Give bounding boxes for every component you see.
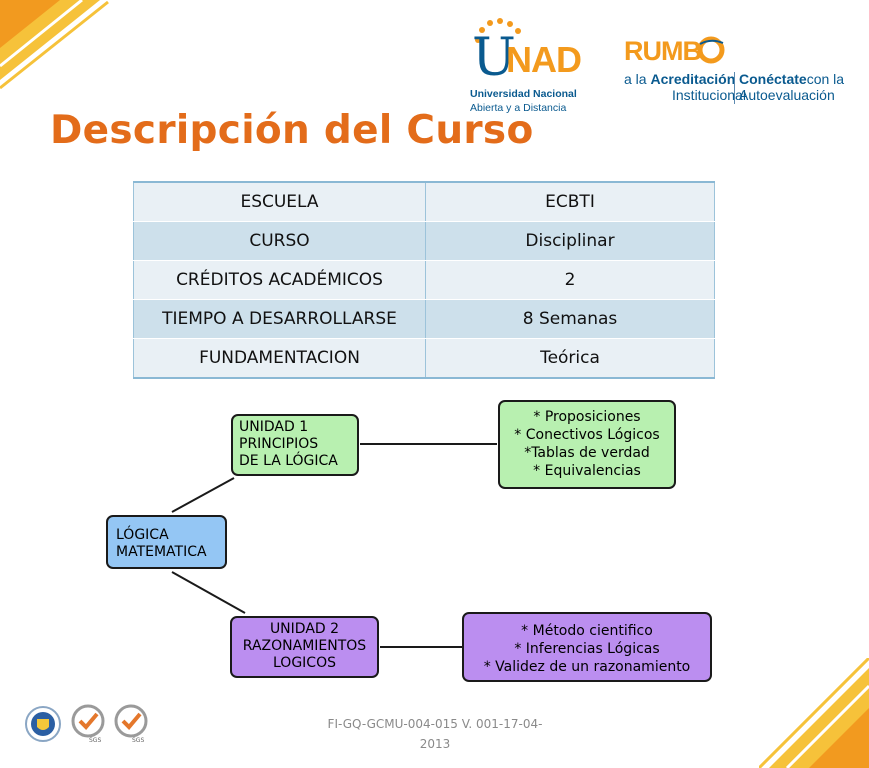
node-line: UNIDAD 1 — [239, 419, 309, 435]
sgs-certification-seal-icon — [71, 704, 105, 738]
rumbo-autoevaluacion: Autoevaluación — [739, 87, 835, 103]
node-line: PRINCIPIOS — [239, 436, 319, 452]
rumbo-conectate: Conéctatecon la — [739, 71, 845, 87]
table-cell-value: 8 Semanas — [425, 299, 715, 339]
unad-logo: U NAD Universidad Nacional Abierta y a D… — [468, 18, 582, 118]
page-title: Descripción del Curso — [50, 108, 534, 153]
node-unidad-1: UNIDAD 1 PRINCIPIOS DE LA LÓGICA — [231, 414, 359, 476]
node-line: DE LA LÓGICA — [239, 453, 338, 469]
colombia-shield-seal-icon — [25, 706, 61, 742]
sgs-seal-label: SGS — [132, 737, 145, 744]
node-line: * Conectivos Lógicos — [514, 427, 660, 443]
course-info-table: ESCUELA ECBTI CURSO Disciplinar CRÉDITOS… — [133, 181, 715, 379]
rumbo-globe-icon — [697, 36, 725, 64]
rumbo-acreditacion-logo: RUMB a la Acreditación Institucional Con… — [622, 36, 845, 106]
connector-root-unit1 — [171, 477, 235, 513]
rumbo-word: RUMB — [624, 36, 702, 66]
sgs-certification-seal-icon — [114, 704, 148, 738]
connector-root-unit2 — [171, 571, 246, 614]
rumbo-separator — [734, 72, 735, 104]
node-line: * Inferencias Lógicas — [514, 641, 660, 657]
unad-name-line1: Universidad Nacional — [470, 88, 577, 100]
node-line: * Proposiciones — [533, 409, 641, 425]
node-unidad-1-topics: * Proposiciones * Conectivos Lógicos *Ta… — [498, 400, 676, 489]
table-cell-label: CURSO — [133, 221, 426, 261]
table-cell-label: ESCUELA — [133, 181, 426, 222]
table-row: TIEMPO A DESARROLLARSE 8 Semanas — [133, 299, 715, 339]
node-line: * Método cientifico — [521, 623, 653, 639]
table-cell-value: Disciplinar — [425, 221, 715, 261]
node-unidad-2-topics: * Método cientifico * Inferencias Lógica… — [462, 612, 712, 682]
unad-letter-u: U — [472, 28, 516, 88]
node-unidad-2: UNIDAD 2 RAZONAMIENTOS LOGICOS — [230, 616, 379, 678]
node-line: RAZONAMIENTOS — [242, 638, 367, 654]
table-row: CURSO Disciplinar — [133, 221, 715, 261]
unad-letters-nad: NAD — [506, 39, 582, 80]
node-line: *Tablas de verdad — [524, 445, 650, 461]
node-line: MATEMATICA — [116, 544, 207, 560]
table-cell-label: CRÉDITOS ACADÉMICOS — [133, 260, 426, 300]
top-left-corner-decoration — [0, 0, 109, 90]
table-row: ESCUELA ECBTI — [133, 181, 715, 222]
rumbo-line2: Institucional — [672, 87, 746, 103]
unad-sun-icon — [475, 18, 521, 43]
node-line: LOGICOS — [273, 655, 336, 671]
sgs-seal-label: SGS — [89, 737, 102, 744]
node-line: UNIDAD 2 — [269, 621, 340, 637]
node-line: * Equivalencias — [533, 463, 641, 479]
node-line: LÓGICA — [116, 527, 169, 543]
footer-line2: 2013 — [419, 737, 451, 751]
node-logica-matematica: LÓGICA MATEMATICA — [106, 515, 227, 569]
table-row: FUNDAMENTACION Teórica — [133, 338, 715, 379]
document-code-footer: FI-GQ-GCMU-004-015 V. 001-17-04- 2013 — [300, 714, 570, 754]
rumbo-line1: a la Acreditación — [624, 71, 736, 87]
node-line: * Validez de un razonamiento — [483, 659, 691, 675]
table-row: CRÉDITOS ACADÉMICOS 2 — [133, 260, 715, 300]
table-cell-value: ECBTI — [425, 181, 715, 222]
bottom-right-corner-decoration — [759, 658, 869, 768]
table-cell-value: Teórica — [425, 338, 715, 379]
table-cell-value: 2 — [425, 260, 715, 300]
table-cell-label: TIEMPO A DESARROLLARSE — [133, 299, 426, 339]
unad-name-line2: Abierta y a Distancia — [470, 102, 567, 114]
footer-line1: FI-GQ-GCMU-004-015 V. 001-17-04- — [327, 717, 543, 731]
